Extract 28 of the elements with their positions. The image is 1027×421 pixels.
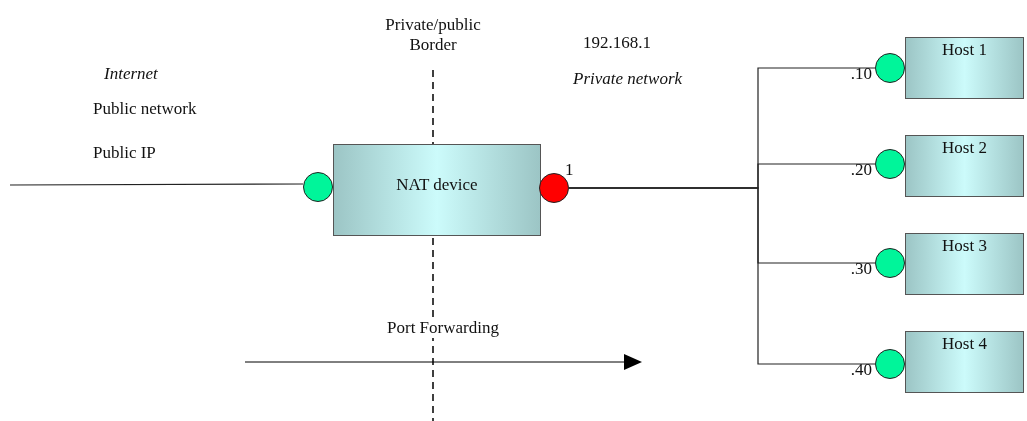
zone-label: Private network (573, 69, 683, 89)
connector-line (9, 183, 304, 186)
address-label: Public IP (93, 143, 156, 163)
host-box (905, 233, 1024, 295)
host-box (905, 135, 1024, 197)
port-circle (539, 173, 569, 203)
port-circle (303, 172, 333, 202)
port-circle (875, 349, 905, 379)
subnet-label: 192.168.1 (583, 33, 651, 53)
zone-label: Internet (104, 64, 158, 84)
node-label: Host 4 (942, 334, 987, 354)
device-box (333, 144, 541, 236)
port-label: 1 (565, 160, 574, 180)
node-label: Host 1 (942, 40, 987, 60)
host-box (905, 37, 1024, 99)
port-circle (875, 248, 905, 278)
port-circle (875, 149, 905, 179)
network-label: Public network (93, 99, 197, 119)
node-label: Host 3 (942, 236, 987, 256)
node-label: NAT device (396, 175, 478, 195)
node-label: Host 2 (942, 138, 987, 158)
port-label: .20 (850, 160, 872, 180)
port-circle (875, 53, 905, 83)
connector-line (568, 187, 876, 365)
port-label: .40 (850, 360, 872, 380)
host-box (905, 331, 1024, 393)
port-label: .30 (850, 259, 872, 279)
port-label: .10 (850, 64, 872, 84)
